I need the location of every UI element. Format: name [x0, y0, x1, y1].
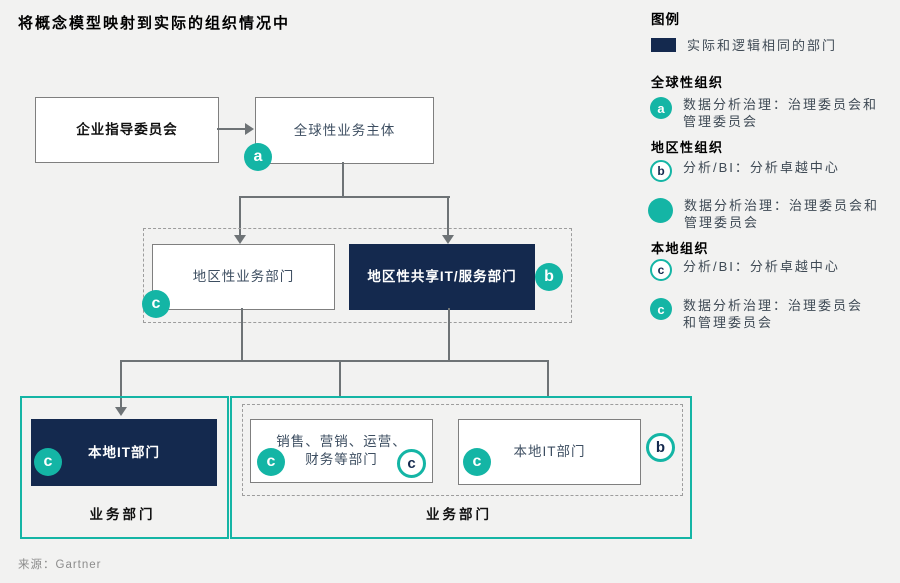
regional-business-box: 地区性业务部门 [152, 244, 335, 310]
sales-depts-label: 销售、营销、运营、 财务等部门 [276, 434, 407, 467]
connector-drop-local-right [547, 360, 549, 396]
badge-c-icon: c [142, 290, 170, 318]
legend-item-text: 分析/BI：分析卓越中心 [683, 259, 840, 274]
connector-regional-right-down [448, 308, 450, 362]
badge-c-ring-icon: c [397, 449, 426, 478]
business-dept-label-left: 业务部门 [89, 507, 156, 522]
arrowhead-down-icon [442, 235, 454, 244]
enterprise-steering-committee-box: 企业指导委员会 [35, 97, 219, 163]
regional-dashed-container [143, 228, 572, 323]
badge-b-icon: b [535, 263, 563, 291]
local-it-box-right: 本地IT部门 [458, 419, 641, 485]
badge-b-ring-icon: b [646, 433, 675, 462]
legend-item: a 数据分析治理：治理委员会和 管理委员会 [650, 96, 890, 130]
connector-regional-left-down [241, 308, 243, 362]
connector-drop-local-left [120, 360, 122, 407]
connector-top-bus [239, 196, 450, 198]
connector-drop-regional-left [239, 196, 241, 235]
connector-global-down [342, 162, 344, 198]
badge-c-icon: c [257, 448, 285, 476]
badge-a-icon: a [650, 97, 672, 119]
business-dept-label-right: 业务部门 [426, 507, 492, 522]
local-business-group-right [230, 396, 692, 539]
legend-item: b 分析/BI：分析卓越中心 [650, 159, 890, 182]
legend-navy-swatch-icon [651, 38, 676, 52]
legend-title: 图例 [651, 12, 680, 27]
legend-item-text: 分析/BI：分析卓越中心 [683, 160, 840, 175]
connector-drop-regional-right [447, 196, 449, 235]
connector-drop-local-mid [339, 360, 341, 396]
badge-c-ring-icon: c [650, 259, 672, 281]
legend-item: c 数据分析治理：治理委员会 和管理委员会 [650, 297, 890, 331]
badge-c-icon: c [463, 448, 491, 476]
connector-bottom-bus [120, 360, 549, 362]
page-title: 将概念模型映射到实际的组织情况中 [18, 15, 291, 32]
connector-enterprise-to-global [217, 128, 246, 130]
legend-heading-global: 全球性组织 [651, 75, 724, 90]
legend-heading-local: 本地组织 [651, 241, 710, 256]
global-business-entity-box: 全球性业务主体 [255, 97, 434, 164]
arrowhead-down-icon [234, 235, 246, 244]
legend-item: c 分析/BI：分析卓越中心 [650, 258, 890, 281]
legend-item-text: 数据分析治理：治理委员会和 管理委员会 [683, 97, 879, 129]
local-dashed-container [242, 404, 683, 496]
source-text: 来源：Gartner [18, 559, 102, 571]
badge-a-icon: a [244, 143, 272, 171]
legend-heading-regional: 地区性组织 [651, 140, 724, 155]
legend-item-text: 数据分析治理：治理委员会和 管理委员会 [684, 198, 880, 230]
teal-circle-icon [648, 198, 673, 223]
badge-c-icon: c [650, 298, 672, 320]
legend-item: 数据分析治理：治理委员会和 管理委员会 [648, 197, 888, 231]
local-it-box-left: 本地IT部门 [31, 419, 217, 486]
local-business-group-left [20, 396, 229, 539]
arrowhead-right-icon [245, 123, 254, 135]
regional-shared-it-box: 地区性共享IT/服务部门 [349, 244, 535, 310]
legend-item-text: 数据分析治理：治理委员会 和管理委员会 [683, 298, 864, 330]
badge-b-ring-icon: b [650, 160, 672, 182]
badge-c-icon: c [34, 448, 62, 476]
arrowhead-down-icon [115, 407, 127, 416]
legend-swatch-label: 实际和逻辑相同的部门 [687, 38, 838, 53]
